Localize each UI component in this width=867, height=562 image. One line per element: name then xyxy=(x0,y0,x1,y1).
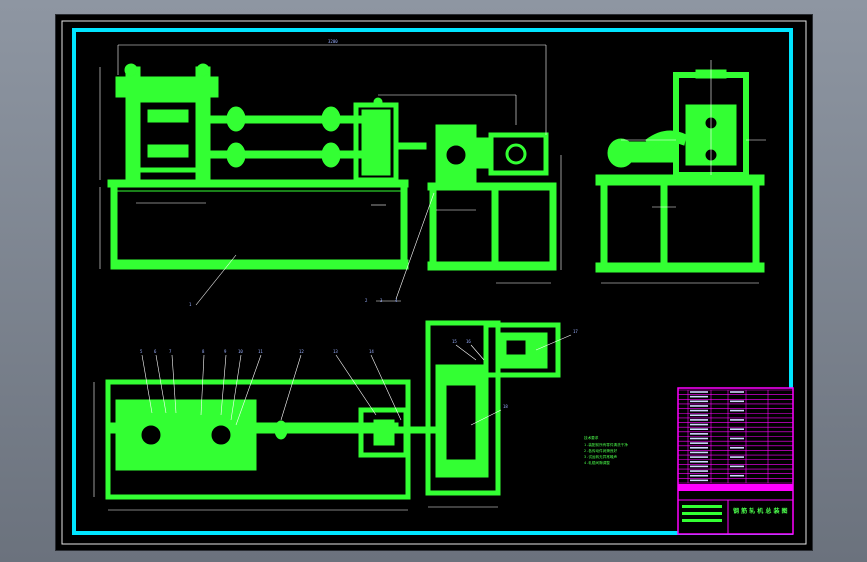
parts-list-entry xyxy=(690,409,708,412)
side-dimensions xyxy=(601,60,766,284)
cad-viewport[interactable]: 3200 1 2 3 4 xyxy=(55,14,813,551)
parts-list-entry xyxy=(690,391,708,393)
balloon-9: 9 xyxy=(224,349,227,354)
drawing-title: 钢 筋 轧 机 总 装 图 xyxy=(733,507,788,515)
parts-list-entry xyxy=(690,395,708,398)
tech-req-title: 技术要求 xyxy=(584,435,599,440)
balloon-6: 6 xyxy=(154,349,157,354)
parts-list-entry xyxy=(690,447,708,449)
title-block: 钢 筋 轧 机 总 装 图 xyxy=(677,387,794,535)
parts-list-entry xyxy=(690,456,708,458)
plan-leaders xyxy=(141,334,572,426)
parts-list-entry xyxy=(690,428,708,430)
balloon-2: 2 xyxy=(365,298,368,303)
front-dimensions xyxy=(99,44,562,284)
parts-list-entry xyxy=(690,419,708,421)
drawing-frame xyxy=(72,28,793,535)
front-leaders xyxy=(195,192,435,306)
parts-list-entry xyxy=(690,474,708,477)
parts-list-entry xyxy=(730,465,744,468)
balloon-15: 15 xyxy=(452,339,457,344)
tech-req-line-3: 3.试运转无异常噪声 xyxy=(584,454,617,459)
balloon-8: 8 xyxy=(202,349,205,354)
plan-view xyxy=(105,320,561,500)
balloon-7: 7 xyxy=(169,349,172,354)
parts-list-entry xyxy=(730,474,744,477)
front-view xyxy=(107,63,557,271)
parts-list-entry xyxy=(730,456,744,458)
side-view xyxy=(595,69,765,273)
parts-list-entry xyxy=(690,479,708,482)
parts-list-entry xyxy=(730,400,744,403)
balloon-16: 16 xyxy=(466,339,471,344)
balloon-17: 17 xyxy=(573,329,578,334)
parts-list-entry xyxy=(730,437,744,440)
balloon-10: 10 xyxy=(238,349,243,354)
parts-list-entry xyxy=(690,433,708,435)
balloon-12: 12 xyxy=(299,349,304,354)
parts-list-entry xyxy=(730,391,744,393)
parts-list-entry xyxy=(690,451,708,454)
parts-list-entry xyxy=(690,400,708,403)
parts-list-entry xyxy=(730,447,744,449)
balloon-11: 11 xyxy=(258,349,263,354)
balloon-13: 13 xyxy=(333,349,338,354)
parts-list-entry xyxy=(690,465,708,468)
tech-req-line-1: 1.装配前所有零件清洗干净 xyxy=(584,442,628,447)
balloon-1: 1 xyxy=(189,302,192,307)
balloon-3: 3 xyxy=(380,298,383,303)
balloon-18: 18 xyxy=(503,404,508,409)
sheet-outer-border xyxy=(61,20,807,545)
tech-req-line-2: 2.各传动件润滑良好 xyxy=(584,448,617,453)
overall-length-dimension: 3200 xyxy=(328,39,338,44)
parts-list-entry xyxy=(730,428,744,430)
parts-list-entry xyxy=(690,405,708,407)
parts-list-entry xyxy=(690,437,708,440)
parts-list-entry xyxy=(730,419,744,421)
parts-list xyxy=(678,389,793,484)
assembly-drawing: 3200 1 2 3 4 xyxy=(61,20,807,545)
balloon-5: 5 xyxy=(140,349,143,354)
parts-list-entry xyxy=(690,414,708,417)
parts-list-entry xyxy=(690,460,708,463)
plan-dimensions xyxy=(93,382,498,511)
parts-list-entry xyxy=(690,442,708,444)
parts-list-entry xyxy=(690,423,708,426)
parts-list-entry xyxy=(690,470,708,472)
balloon-4: 4 xyxy=(395,298,398,303)
balloon-14: 14 xyxy=(369,349,374,354)
tech-req-line-4: 4.轧辊间隙调整 xyxy=(584,460,610,465)
parts-list-entry xyxy=(730,409,744,412)
